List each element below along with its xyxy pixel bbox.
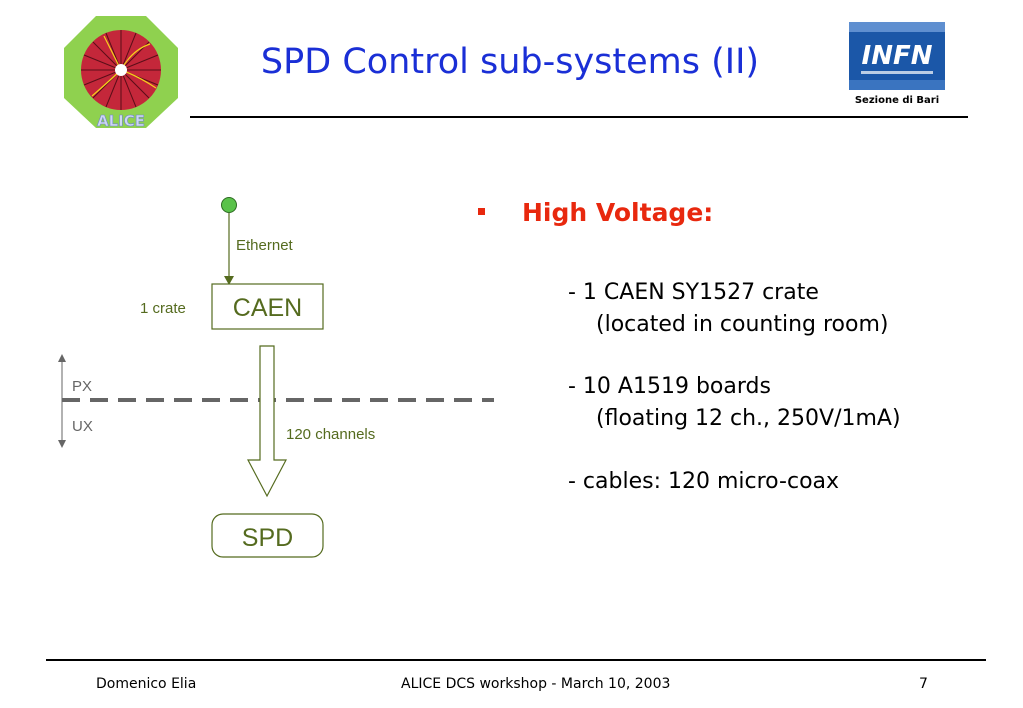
alice-logo-text: ALICE xyxy=(97,112,145,130)
infn-logo: INFN xyxy=(849,22,945,90)
channels-flow-arrow xyxy=(247,345,287,498)
crate-count-label: 1 crate xyxy=(140,300,186,317)
bullet-marker xyxy=(478,208,485,215)
footer-page-number: 7 xyxy=(919,676,928,692)
infn-section-caption: Sezione di Bari xyxy=(854,95,940,106)
px-label: PX xyxy=(72,378,92,395)
section-heading: High Voltage: xyxy=(522,198,714,227)
alice-logo: ALICE xyxy=(64,16,178,130)
ethernet-label: Ethernet xyxy=(236,237,294,254)
page-title: SPD Control sub-systems (II) xyxy=(260,42,760,82)
caen-box-label: CAEN xyxy=(233,294,302,322)
item-line: - 1 CAEN SY1527 crate xyxy=(568,280,819,305)
item-line: - cables: 120 micro-coax xyxy=(568,469,840,494)
hv-diagram: Ethernet 1 crate CAEN PX UX 120 channels… xyxy=(58,197,494,558)
ethernet-arrowhead xyxy=(224,276,234,285)
item-detail: (located in counting room) xyxy=(596,312,889,337)
caen-box xyxy=(211,283,324,330)
footer-event: ALICE DCS workshop - March 10, 2003 xyxy=(401,676,671,692)
footer-author: Domenico Elia xyxy=(96,676,197,692)
item-detail: (floating 12 ch., 250V/1mA) xyxy=(596,406,901,431)
spd-box xyxy=(211,513,324,558)
ux-label: UX xyxy=(72,418,93,435)
ux-arrow-down xyxy=(58,440,66,448)
ethernet-node xyxy=(221,197,237,213)
infn-logo-text: INFN xyxy=(862,41,933,71)
footer-divider xyxy=(46,659,986,661)
px-arrow-up xyxy=(58,354,66,362)
spd-box-label: SPD xyxy=(242,524,293,552)
channels-label: 120 channels xyxy=(286,426,375,443)
title-divider xyxy=(190,116,968,118)
item-line: - 10 A1519 boards xyxy=(568,374,771,399)
